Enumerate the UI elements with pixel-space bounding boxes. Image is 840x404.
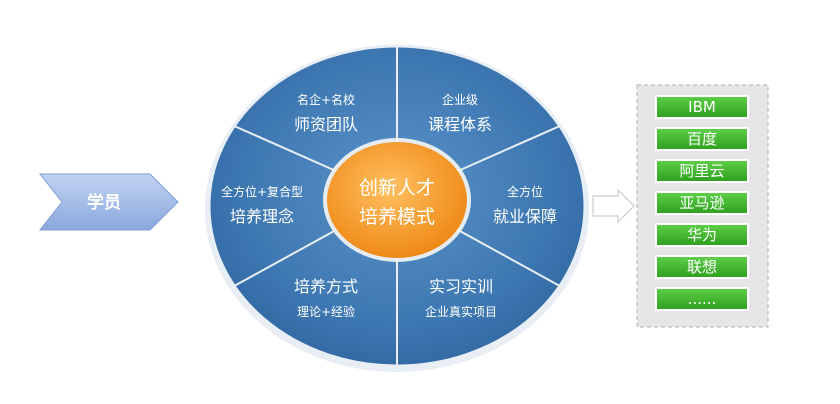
student-arrow: 学员 — [38, 173, 179, 231]
company-badge — [655, 127, 749, 151]
company-badge — [655, 255, 749, 279]
segment-4-bottom-label: 企业真实项目 — [425, 304, 497, 319]
segment-6-bottom-label: 培养理念 — [230, 207, 294, 226]
wheel-divider — [233, 224, 346, 287]
company-list: IBM 百度阿里云亚马逊华为联想...... — [655, 95, 749, 311]
segment-3-bottom-label: 就业保障 — [493, 207, 557, 226]
company-label: 亚马逊 — [679, 194, 724, 212]
company-item: 阿里云 — [655, 159, 749, 183]
company-badge — [655, 191, 749, 215]
wheel-dividers — [233, 46, 561, 366]
segment-6-top-label: 全方位+复合型 — [221, 184, 303, 199]
company-item: 联想 — [655, 255, 749, 279]
company-label: 联想 — [687, 258, 717, 276]
segment-1-bottom-label: 师资团队 — [294, 115, 358, 134]
company-badge — [655, 223, 749, 247]
company-label: 百度 — [687, 130, 717, 148]
company-badge — [655, 287, 749, 311]
company-label: 阿里云 — [679, 162, 724, 180]
connector-arrow — [592, 188, 635, 224]
segment-2-top-label: 企业级 — [442, 92, 478, 107]
wheel-divider — [233, 125, 346, 176]
company-label: ...... — [688, 290, 717, 308]
wheel-divider — [448, 125, 561, 176]
segment-2-bottom-label: 课程体系 — [428, 115, 492, 134]
company-label: 华为 — [687, 226, 717, 244]
center-line-1: 创新人才 — [359, 177, 435, 199]
company-item: 华为 — [655, 223, 749, 247]
segment-3-top-label: 全方位 — [507, 184, 543, 199]
wheel-divider — [448, 224, 561, 287]
student-label: 学员 — [87, 192, 121, 213]
center-line-2: 培养模式 — [359, 206, 435, 228]
company-label: IBM — [688, 98, 716, 116]
company-item: 亚马逊 — [655, 191, 749, 215]
segment-1-top-label: 名企+名校 — [297, 92, 355, 107]
company-item: IBM — [655, 95, 749, 119]
center-hub — [327, 142, 467, 258]
segment-4-top-label: 实习实训 — [429, 277, 493, 296]
company-badge — [655, 95, 749, 119]
company-badge — [655, 159, 749, 183]
companies-panel: IBM 百度阿里云亚马逊华为联想...... — [636, 84, 769, 328]
company-item: 百度 — [655, 127, 749, 151]
company-item: ...... — [655, 287, 749, 311]
segment-5-bottom-label: 理论+经验 — [297, 304, 355, 319]
segment-5-top-label: 培养方式 — [294, 277, 358, 296]
